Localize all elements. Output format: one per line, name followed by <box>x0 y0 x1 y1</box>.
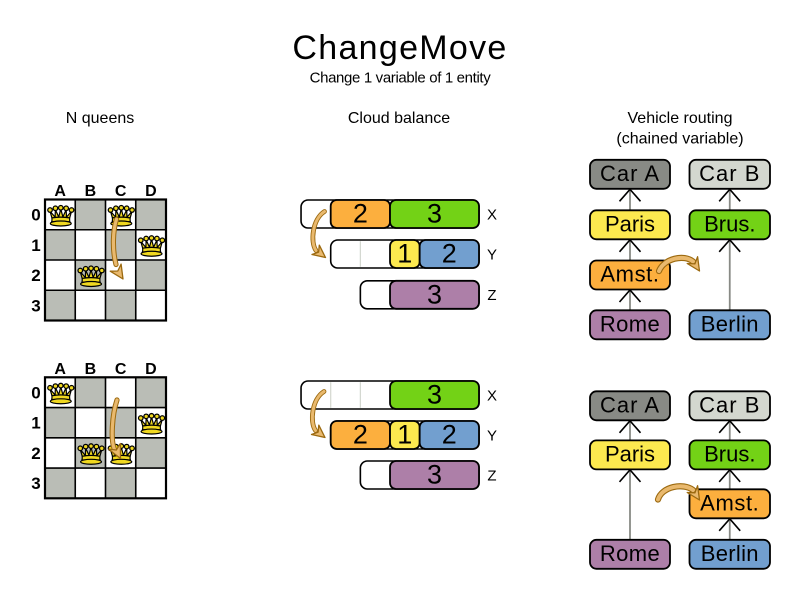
svg-text:3: 3 <box>31 474 40 493</box>
svg-text:B: B <box>85 183 97 200</box>
svg-text:Paris: Paris <box>605 211 655 236</box>
svg-text:Y: Y <box>487 246 497 263</box>
svg-text:Rome: Rome <box>600 311 660 336</box>
svg-text:Y: Y <box>487 427 497 444</box>
svg-text:Vehicle routing: Vehicle routing <box>628 110 733 127</box>
svg-text:B: B <box>85 361 97 378</box>
svg-text:A: A <box>54 183 66 200</box>
svg-text:Car B: Car B <box>699 392 760 417</box>
svg-text:2: 2 <box>353 199 368 229</box>
svg-text:X: X <box>487 206 497 223</box>
svg-text:A: A <box>54 361 66 378</box>
svg-text:Brus.: Brus. <box>704 211 755 236</box>
svg-text:Berlin: Berlin <box>701 311 759 336</box>
svg-text:3: 3 <box>427 199 442 229</box>
svg-text:Cloud balance: Cloud balance <box>348 110 450 127</box>
svg-text:Change 1 variable of 1 entity: Change 1 variable of 1 entity <box>310 70 492 87</box>
svg-text:1: 1 <box>397 239 412 269</box>
svg-text:D: D <box>145 183 157 200</box>
svg-text:Amst.: Amst. <box>700 490 759 515</box>
svg-text:2: 2 <box>442 420 457 450</box>
svg-text:3: 3 <box>427 279 442 309</box>
svg-text:1: 1 <box>31 414 40 433</box>
svg-text:0: 0 <box>31 383 40 402</box>
svg-text:Z: Z <box>487 287 496 304</box>
svg-text:C: C <box>115 183 127 200</box>
svg-text:3: 3 <box>427 380 442 410</box>
svg-text:Car A: Car A <box>600 392 660 417</box>
svg-text:Brus.: Brus. <box>704 441 755 466</box>
svg-text:X: X <box>487 387 497 404</box>
svg-text:Paris: Paris <box>605 441 655 466</box>
svg-text:Berlin: Berlin <box>701 541 759 566</box>
svg-text:0: 0 <box>31 206 40 225</box>
svg-text:3: 3 <box>427 460 442 490</box>
svg-text:Amst.: Amst. <box>600 262 659 287</box>
svg-text:3: 3 <box>31 296 40 315</box>
svg-text:D: D <box>145 361 157 378</box>
svg-text:1: 1 <box>31 236 40 255</box>
svg-text:Z: Z <box>487 467 496 484</box>
svg-text:Rome: Rome <box>600 541 660 566</box>
svg-text:(chained variable): (chained variable) <box>616 131 743 148</box>
svg-text:2: 2 <box>442 239 457 269</box>
svg-text:Car A: Car A <box>600 161 660 186</box>
svg-text:ChangeMove: ChangeMove <box>292 29 507 67</box>
svg-text:N queens: N queens <box>66 110 135 127</box>
svg-text:2: 2 <box>31 266 40 285</box>
svg-text:1: 1 <box>397 420 412 450</box>
svg-text:Car B: Car B <box>699 161 760 186</box>
svg-text:2: 2 <box>353 420 368 450</box>
svg-text:C: C <box>115 361 127 378</box>
svg-text:2: 2 <box>31 444 40 463</box>
